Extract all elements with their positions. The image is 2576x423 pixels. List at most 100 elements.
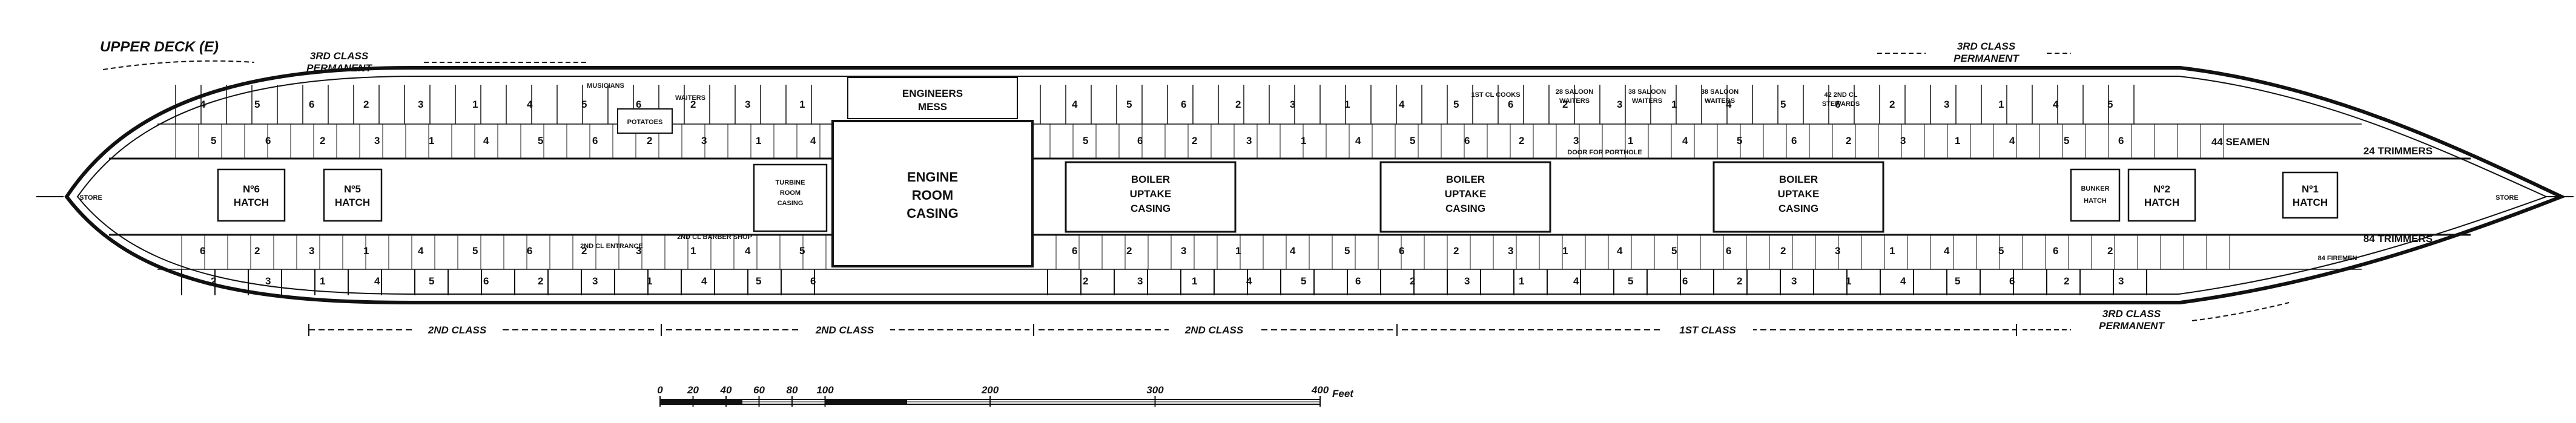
- cabin-number: 6: [1464, 135, 1470, 146]
- cabin-number: 6: [527, 245, 532, 257]
- cabin-number: 5: [1737, 135, 1742, 146]
- hatch-6-label-2: HATCH: [234, 197, 269, 208]
- boiler2-label-b: UPTAKE: [1445, 188, 1487, 200]
- cabin-number: 3: [309, 245, 314, 257]
- boiler2-label-c: CASING: [1445, 203, 1485, 214]
- cabin-number: 1: [429, 135, 434, 146]
- class-aft-top: 3RD CLASS: [1957, 41, 2016, 52]
- cabin-number: 4: [418, 245, 424, 257]
- cabin-number: 2: [1453, 245, 1459, 257]
- cabin-number: 3: [1181, 245, 1186, 257]
- cabin-number: 5: [538, 135, 543, 146]
- cooks-label: 1ST CL COOKS: [1471, 91, 1520, 99]
- cabin-number: 2: [363, 99, 369, 110]
- class-aft-top-2: PERMANENT: [1953, 53, 2020, 64]
- cabin-partitions: [175, 85, 2230, 295]
- scale-tick-label: 300: [1146, 384, 1164, 396]
- cabin-number: 5: [2107, 99, 2113, 110]
- cabin-number: 5: [429, 275, 434, 287]
- cabin-number: 4: [1573, 275, 1579, 287]
- class-fwd-top-bracket: [102, 60, 587, 70]
- hatch-2: [2127, 168, 2196, 222]
- hatch-5-label: Nº5: [344, 183, 361, 195]
- cabin-number: 1: [1889, 245, 1895, 257]
- engine-label-2: ROOM: [912, 188, 953, 203]
- scale-tick-label: 60: [753, 384, 765, 396]
- cabin-number: 6: [265, 135, 271, 146]
- cabin-number: 3: [1944, 99, 1949, 110]
- saloon-waiters-3b: WAITERS: [1705, 97, 1735, 105]
- hatch-6: [217, 168, 286, 222]
- cabin-number: 4: [1682, 135, 1688, 146]
- potatoes-label: POTATOES: [627, 119, 663, 126]
- cabin-number: 2: [1126, 245, 1132, 257]
- cabin-number: 3: [1290, 99, 1295, 110]
- cabin-number: 4: [1072, 99, 1078, 110]
- cabin-number: 5: [581, 99, 587, 110]
- cabin-number: 5: [472, 245, 478, 257]
- cabin-number: 1: [1998, 99, 2004, 110]
- cabin-number: 1: [1562, 245, 1568, 257]
- hatch-2-label: Nº2: [2153, 183, 2170, 195]
- cabin-number: 5: [1410, 135, 1415, 146]
- engineers-mess: [847, 77, 1018, 119]
- cabin-number: 2: [1192, 135, 1197, 146]
- store-aft-label: STORE: [2495, 194, 2518, 202]
- scale-tick-label: 80: [787, 384, 798, 396]
- scale-tick-label: 200: [981, 384, 999, 396]
- cabin-number: 3: [1137, 275, 1143, 287]
- cabin-number: 1: [320, 275, 325, 287]
- cabin-number: 5: [1344, 245, 1350, 257]
- cabin-number: 4: [1726, 99, 1732, 110]
- cabin-number: 4: [1617, 245, 1623, 257]
- cabin-number: 3: [701, 135, 707, 146]
- bunker-label-2: HATCH: [2084, 197, 2107, 205]
- musicians-label: MUSICIANS: [587, 82, 624, 90]
- class-aft-bottom-2: PERMANENT: [2099, 320, 2165, 332]
- cabin-number: 3: [592, 275, 598, 287]
- boiler2-label-a: BOILER: [1446, 174, 1485, 185]
- cabin-number: 5: [1671, 245, 1677, 257]
- cabin-number: 5: [254, 99, 260, 110]
- boiler-uptake-casing-2: [1379, 161, 1551, 233]
- cabin-number: 3: [745, 99, 750, 110]
- cabin-number: 2: [690, 99, 696, 110]
- saloon-waiters-1b: WAITERS: [1559, 97, 1590, 105]
- cabin-number: 4: [1944, 245, 1950, 257]
- cabin-number: 3: [1464, 275, 1470, 287]
- cabin-number: 2: [254, 245, 260, 257]
- cabin-number: 5: [1301, 275, 1306, 287]
- saloon-waiters-1: 28 SALOON: [1556, 88, 1593, 96]
- cabin-number: 1: [1192, 275, 1197, 287]
- engine-label-3: CASING: [907, 206, 959, 221]
- cabin-number: 6: [1726, 245, 1731, 257]
- cabin-number: 4: [2009, 135, 2015, 146]
- firemen-label: 84 FIREMEN: [2318, 255, 2357, 262]
- hatch-2-label-2: HATCH: [2144, 197, 2179, 208]
- class-b-first: 1ST CLASS: [1679, 324, 1736, 336]
- boiler1-label-b: UPTAKE: [1130, 188, 1172, 200]
- hatch-5: [323, 168, 383, 222]
- boiler3-label-a: BOILER: [1779, 174, 1818, 185]
- cabin-number: 5: [1083, 135, 1088, 146]
- cabin-number: 4: [745, 245, 751, 257]
- cabin-number: 1: [756, 135, 761, 146]
- scale-tick-label: 100: [816, 384, 834, 396]
- cabin-number: 4: [483, 135, 489, 146]
- cabin-number: 6: [2053, 245, 2058, 257]
- cabin-number: 1: [1671, 99, 1677, 110]
- stewards-label-2: STEWARDS: [1822, 100, 1860, 108]
- cabin-number: 5: [799, 245, 805, 257]
- trimmers-84-label: 84 TRIMMERS: [2363, 233, 2432, 244]
- cabin-number: 2: [1889, 99, 1895, 110]
- cabin-number: 2: [1083, 275, 1088, 287]
- store-fwd-label: STORE: [79, 194, 102, 202]
- turbine-room-casing: [753, 163, 828, 232]
- cabin-number: 6: [1137, 135, 1143, 146]
- cabin-number: 4: [1399, 99, 1405, 110]
- saloon-waiters-2b: WAITERS: [1632, 97, 1662, 105]
- cabin-number: 3: [1246, 135, 1252, 146]
- cabin-numbers: 4562562362312314314514564562562362312314…: [200, 99, 2124, 287]
- class-fwd-top-2: PERMANENT: [306, 62, 372, 74]
